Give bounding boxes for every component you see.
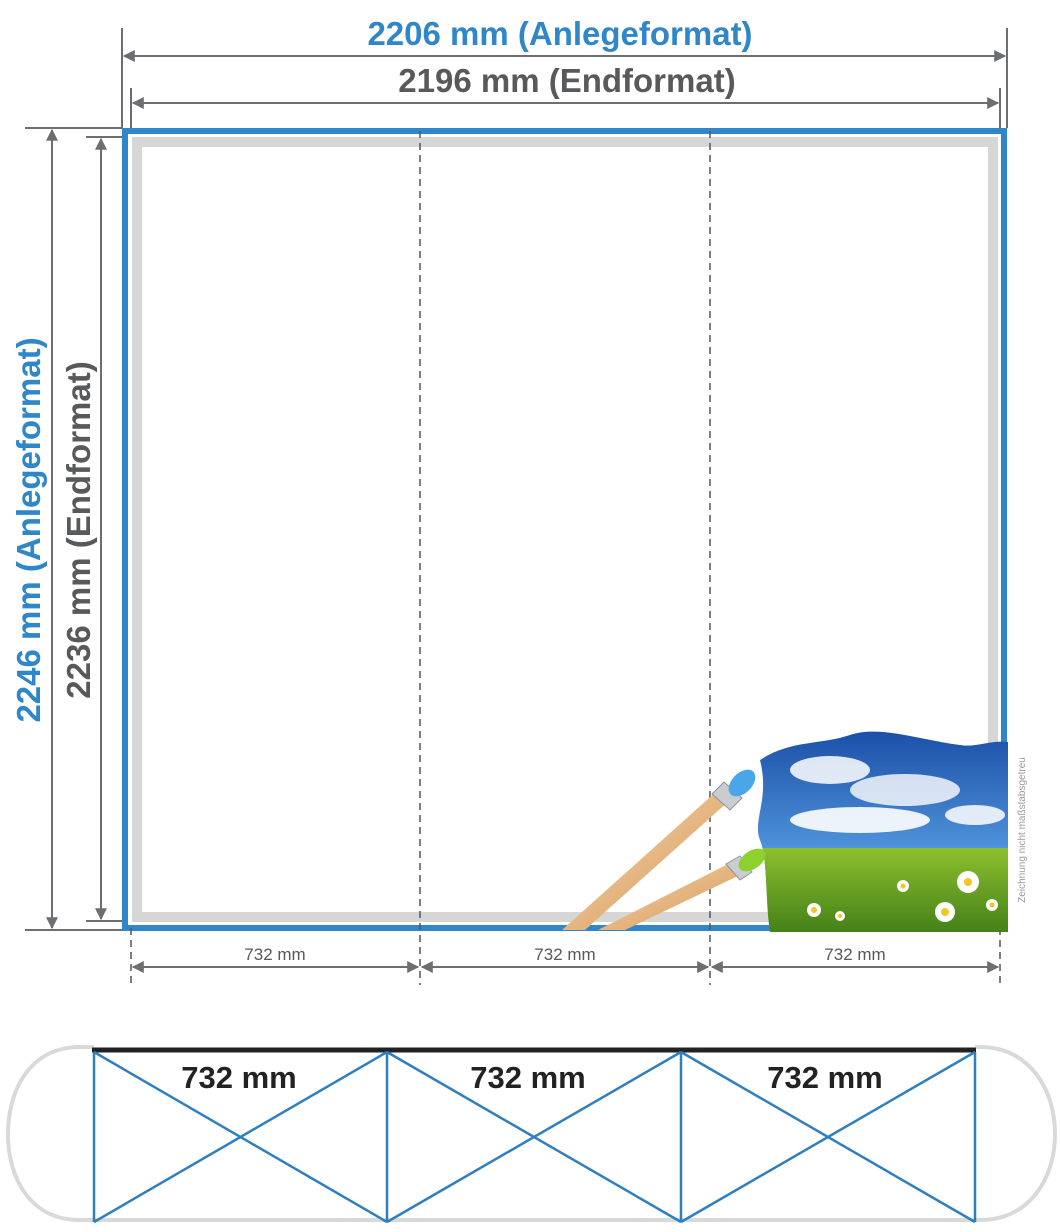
- panel-1: [92, 1050, 388, 1224]
- panel-label-3: 732 mm: [767, 1060, 882, 1095]
- width-endformat-label: 2196 mm (Endformat): [398, 62, 735, 99]
- panel-label-1: 732 mm: [181, 1060, 296, 1095]
- panel-label-2: 732 mm: [470, 1060, 585, 1095]
- segment-label-2: 732 mm: [534, 945, 595, 964]
- height-dimensions: 2246 mm (Anlegeformat) 2236 mm (Endforma…: [10, 127, 122, 931]
- not-to-scale-note: Zeichnung nicht maßstabsgetreu: [1017, 757, 1028, 903]
- width-anlegeformat-label: 2206 mm (Anlegeformat): [367, 15, 752, 52]
- panel-2: [385, 1050, 682, 1224]
- height-anlegeformat-label: 2246 mm (Anlegeformat): [10, 337, 47, 722]
- panel-3: [679, 1050, 977, 1224]
- segment-label-3: 732 mm: [824, 945, 885, 964]
- daisy-flowers: [807, 871, 998, 922]
- panel-stand: 732 mm 732 mm 732 mm: [5, 1045, 1058, 1224]
- paintbrush-blue-icon: [562, 769, 756, 930]
- stand-outline: [5, 1045, 1058, 1222]
- height-endformat-label: 2236 mm (Endformat): [60, 361, 97, 698]
- segment-dimensions: 732 mm 732 mm 732 mm: [131, 945, 1000, 973]
- segment-label-1: 732 mm: [244, 945, 305, 964]
- paintbrush-green-icon: [598, 848, 766, 930]
- landscape-image: [562, 731, 1008, 932]
- width-dimensions: 2206 mm (Anlegeformat) 2196 mm (Endforma…: [121, 15, 1008, 128]
